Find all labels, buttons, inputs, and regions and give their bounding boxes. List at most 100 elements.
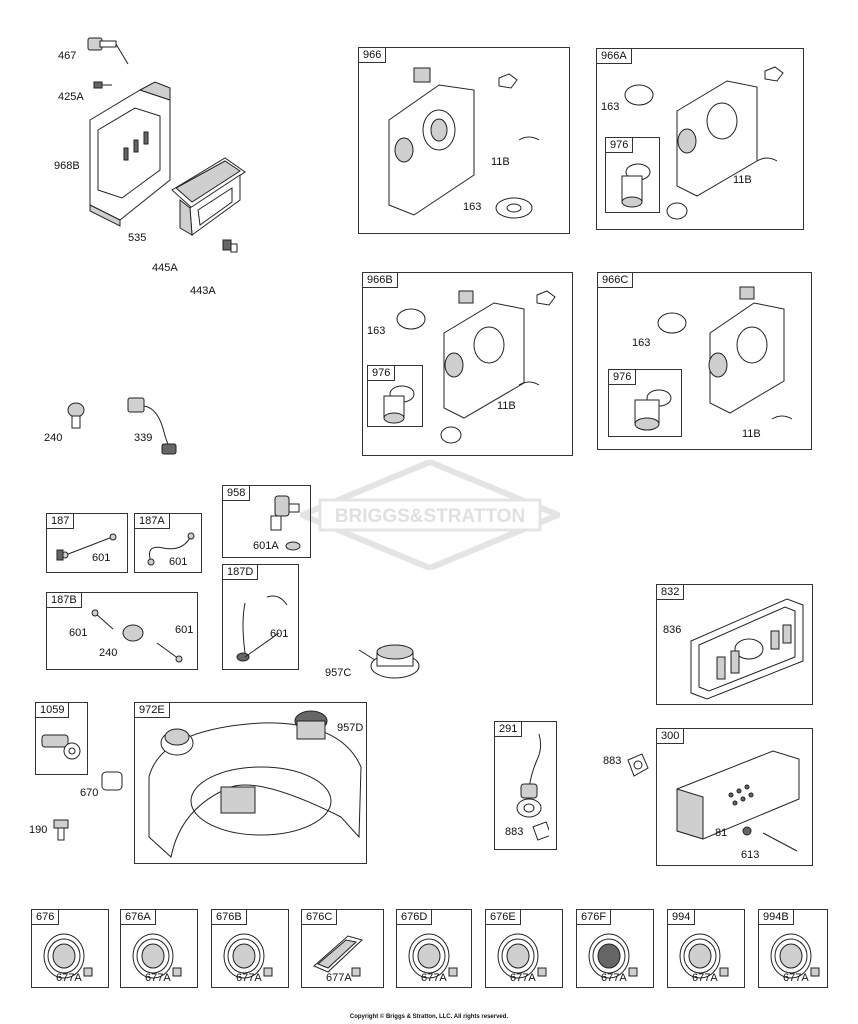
fuel-shutoff-and-line-illustration (67, 397, 177, 455)
air-filter-housing-part (89, 81, 171, 227)
kit-832-title: 832 (657, 585, 685, 600)
heat-shield-illustration (223, 933, 273, 979)
fuel-valve-illustration (270, 495, 301, 551)
copyright-notice: Copyright © Briggs & Stratton, LLC. All … (349, 1014, 509, 1020)
kit-187D-box: 187D 601 (222, 564, 299, 670)
primer-bulb-part (87, 37, 129, 65)
kit-972E-box: 972E 957D (134, 702, 367, 864)
kit-958-label-601A: 601A (253, 540, 279, 552)
heat-shield-screw-label: 677A (601, 972, 627, 984)
kit-832-box: 832 836 (656, 584, 813, 705)
heat-shield-screw-label: 677A (145, 972, 171, 984)
heat-shield-kit-box: 676 677A (31, 909, 109, 988)
fuel-line-illustration (147, 532, 195, 566)
kit-300-title: 300 (657, 729, 685, 744)
kit-966C-subkit-976-box: 976 (608, 369, 682, 437)
heat-shield-screw-label: 677A (421, 972, 447, 984)
heat-shield-kit-title: 676F (577, 910, 612, 925)
heat-shield-kit-title: 676C (302, 910, 338, 925)
kit-187D-label-601: 601 (270, 628, 289, 640)
carburetor-illustration (396, 290, 556, 444)
heat-shield-illustration (43, 933, 93, 979)
kit-966C-subkit-976-title: 976 (609, 370, 637, 385)
kit-966A-label-163: 163 (601, 101, 620, 113)
fuel-line-part (127, 397, 177, 455)
intake-elbow-illustration (634, 389, 672, 431)
carburetor-illustration (388, 67, 540, 219)
heat-shield-illustration (770, 933, 820, 979)
carburetor-illustration (657, 286, 793, 420)
part-label-968B: 968B (54, 160, 80, 172)
kit-972E-label-957D: 957D (337, 722, 364, 734)
kit-187B-label-601-left: 601 (69, 627, 88, 639)
kit-966B-label-11B: 11B (497, 400, 516, 412)
kit-966A-box: 966A 976 163 11B (596, 48, 804, 230)
kit-187-box: 187 601 (46, 513, 128, 573)
heat-shield-kit-box: 676F 677A (576, 909, 654, 988)
heat-shield-kit-title: 676A (121, 910, 156, 925)
heat-shield-illustration (408, 933, 458, 979)
heat-shield-screw-label: 677A (510, 972, 536, 984)
kit-966B-label-163: 163 (367, 325, 386, 337)
kit-966A-title: 966A (597, 49, 632, 64)
part-label-425A: 425A (58, 91, 84, 103)
heat-shield-kit-box: 676B 677A (211, 909, 289, 988)
fuel-cap-part (358, 644, 420, 679)
kit-972E-title: 972E (135, 703, 170, 718)
kit-187A-title: 187A (135, 514, 170, 529)
heat-shield-kit-box: 676A 677A (120, 909, 198, 988)
muffler-illustration (676, 750, 800, 852)
kit-966C-label-11B: 11B (742, 428, 761, 440)
kit-187B-label-601-right: 601 (175, 624, 194, 636)
heat-shield-illustration (132, 933, 182, 979)
heat-shield-kit-title: 994B (759, 910, 794, 925)
kit-966B-subkit-976-box: 976 (367, 365, 423, 427)
kit-291-box: 291 883 (494, 721, 557, 850)
kit-187A-box: 187A 601 (134, 513, 202, 573)
air-filter-element-part (171, 157, 246, 236)
kit-966C-title: 966C (598, 273, 634, 288)
air-filter-assembly-illustration (87, 37, 246, 253)
heat-shield-kit-title: 676E (486, 910, 521, 925)
kit-187D-title: 187D (223, 565, 259, 580)
kit-1059-title: 1059 (36, 703, 70, 718)
muffler-gasket-part (627, 753, 649, 777)
carburetor-illustration (624, 66, 784, 220)
kit-966-title: 966 (359, 48, 387, 63)
part-label-190: 190 (29, 824, 48, 836)
intake-elbow-illustration (383, 385, 415, 424)
heat-shield-kit-title: 676 (32, 910, 60, 925)
heat-shield-kit-title: 676B (212, 910, 247, 925)
heat-shield-screw-label: 677A (236, 972, 262, 984)
fuel-line-illustration (236, 595, 288, 662)
kit-187B-title: 187B (47, 593, 82, 608)
kit-966C-box: 966C 976 163 11B (597, 272, 812, 450)
kit-958-box: 958 601A (222, 485, 311, 558)
bolt-and-washer-illustration (41, 734, 81, 760)
heat-shield-illustration (679, 933, 729, 979)
spark-arrestor-illustration (516, 733, 549, 841)
kit-958-title: 958 (223, 486, 251, 501)
kit-832-label-836: 836 (663, 624, 682, 636)
kit-966-label-163: 163 (463, 201, 482, 213)
part-label-957C: 957C (325, 667, 352, 679)
muffler-guard-illustration (690, 598, 804, 700)
kit-291-title: 291 (495, 722, 523, 737)
kit-966C-label-163: 163 (632, 337, 651, 349)
heat-shield-screw-label: 677A (56, 972, 82, 984)
kit-187B-label-240: 240 (99, 647, 118, 659)
kit-300-box: 300 81 613 (656, 728, 813, 866)
part-label-240: 240 (44, 432, 63, 444)
kit-966B-subkit-976-title: 976 (368, 366, 396, 381)
kit-187-title: 187 (47, 514, 75, 529)
part-label-443A: 443A (190, 285, 216, 297)
kit-1059-box: 1059 (35, 702, 88, 775)
spacer-part (101, 771, 123, 791)
brand-watermark: BRIGGS&STRATTON (300, 460, 560, 570)
kit-187B-box: 187B 601 240 601 (46, 592, 198, 670)
heat-shield-illustration (588, 933, 638, 979)
